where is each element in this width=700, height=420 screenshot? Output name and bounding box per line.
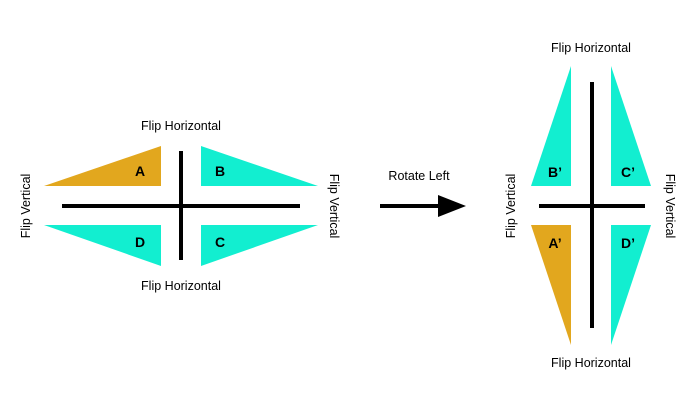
triangle-d-prime: [611, 225, 651, 345]
right-left-flip-vertical-label: Flip Vertical: [504, 174, 518, 239]
triangle-a-label: A: [135, 163, 145, 179]
triangle-c-prime: [611, 66, 651, 186]
left-left-flip-vertical-label: Flip Vertical: [19, 174, 33, 239]
left-top-flip-horizontal-label: Flip Horizontal: [141, 119, 221, 133]
rotate-left-arrow-group: Rotate Left: [380, 169, 466, 217]
triangle-c-label: C: [215, 234, 225, 250]
rotate-left-label: Rotate Left: [388, 169, 450, 183]
arrow-head-icon: [438, 195, 466, 217]
triangle-b: [201, 146, 318, 186]
triangle-c-prime-label: C’: [621, 164, 635, 180]
triangle-b-prime: [531, 66, 571, 186]
triangle-d: [44, 225, 161, 266]
triangle-b-label: B: [215, 163, 225, 179]
triangle-a-prime: [531, 225, 571, 345]
original-shape-group: A B D C Flip Horizontal Flip Horizontal …: [19, 119, 341, 293]
triangle-d-label: D: [135, 234, 145, 250]
triangle-a-prime-label: A’: [548, 235, 561, 251]
right-top-flip-horizontal-label: Flip Horizontal: [551, 41, 631, 55]
rotated-shape-group: B’ C’ A’ D’ Flip Horizontal Flip Horizon…: [504, 41, 677, 370]
left-bottom-flip-horizontal-label: Flip Horizontal: [141, 279, 221, 293]
right-bottom-flip-horizontal-label: Flip Horizontal: [551, 356, 631, 370]
right-right-flip-vertical-label: Flip Vertical: [663, 174, 677, 239]
triangle-a: [44, 146, 161, 186]
triangle-d-prime-label: D’: [621, 235, 635, 251]
left-right-flip-vertical-label: Flip Vertical: [327, 174, 341, 239]
triangle-c: [201, 225, 318, 266]
triangle-b-prime-label: B’: [548, 164, 562, 180]
